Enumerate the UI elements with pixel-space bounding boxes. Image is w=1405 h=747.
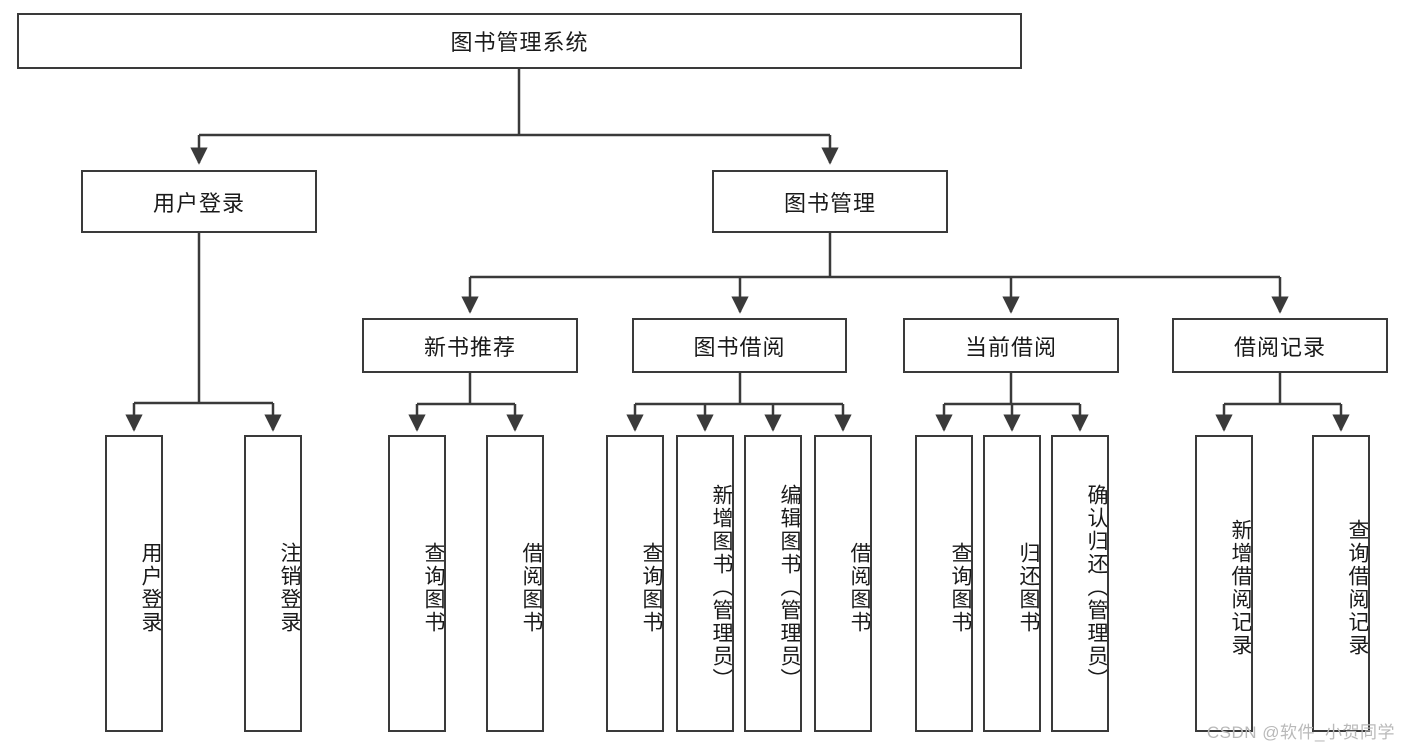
node-current-borrow[interactable]: 当前借阅 — [903, 318, 1119, 373]
node-leaf-borrow-book-1[interactable]: 借阅图书 — [486, 435, 544, 732]
node-label: 新增借阅记录 — [1229, 518, 1252, 657]
node-label: 查询图书 — [640, 541, 663, 634]
node-book-borrow[interactable]: 图书借阅 — [632, 318, 847, 373]
node-leaf-query-book-2[interactable]: 查询图书 — [606, 435, 664, 732]
node-label: 编辑图书（管理员） — [778, 484, 801, 691]
node-leaf-query-borrow-record[interactable]: 查询借阅记录 — [1312, 435, 1370, 732]
node-label: 图书借阅 — [693, 334, 786, 360]
node-new-book-recommend[interactable]: 新书推荐 — [362, 318, 578, 373]
node-label: 借阅记录 — [1233, 334, 1326, 360]
node-label: 查询图书 — [949, 541, 972, 634]
node-label: 图书管理系统 — [450, 30, 589, 55]
node-label: 归还图书 — [1017, 541, 1040, 634]
node-label: 用户登录 — [139, 541, 162, 634]
node-book-manage[interactable]: 图书管理 — [712, 170, 948, 233]
node-root-system[interactable]: 图书管理系统 — [17, 13, 1022, 69]
node-label: 新增图书（管理员） — [710, 484, 733, 691]
node-label: 注销登录 — [278, 541, 301, 634]
node-label: 用户登录 — [152, 190, 245, 216]
node-user-login[interactable]: 用户登录 — [81, 170, 317, 233]
watermark-text: CSDN @软件_小贺同学 — [1206, 723, 1395, 742]
node-label: 新书推荐 — [423, 334, 516, 360]
node-label: 查询借阅记录 — [1346, 518, 1369, 657]
node-label: 当前借阅 — [964, 334, 1057, 360]
node-leaf-query-book-1[interactable]: 查询图书 — [388, 435, 446, 732]
node-leaf-user-login[interactable]: 用户登录 — [105, 435, 163, 732]
node-label: 确认归还（管理员） — [1085, 484, 1108, 691]
node-label: 借阅图书 — [520, 541, 543, 634]
node-leaf-user-logout[interactable]: 注销登录 — [244, 435, 302, 732]
node-leaf-return-book[interactable]: 归还图书 — [983, 435, 1041, 732]
node-borrow-record[interactable]: 借阅记录 — [1172, 318, 1388, 373]
node-leaf-borrow-book-2[interactable]: 借阅图书 — [814, 435, 872, 732]
node-label: 查询图书 — [422, 541, 445, 634]
node-leaf-add-borrow-record[interactable]: 新增借阅记录 — [1195, 435, 1253, 732]
node-leaf-query-book-3[interactable]: 查询图书 — [915, 435, 973, 732]
node-leaf-add-book-admin[interactable]: 新增图书（管理员） — [676, 435, 734, 732]
node-label: 图书管理 — [783, 190, 876, 216]
node-label: 借阅图书 — [848, 541, 871, 634]
node-leaf-edit-book-admin[interactable]: 编辑图书（管理员） — [744, 435, 802, 732]
node-leaf-confirm-return-admin[interactable]: 确认归还（管理员） — [1051, 435, 1109, 732]
